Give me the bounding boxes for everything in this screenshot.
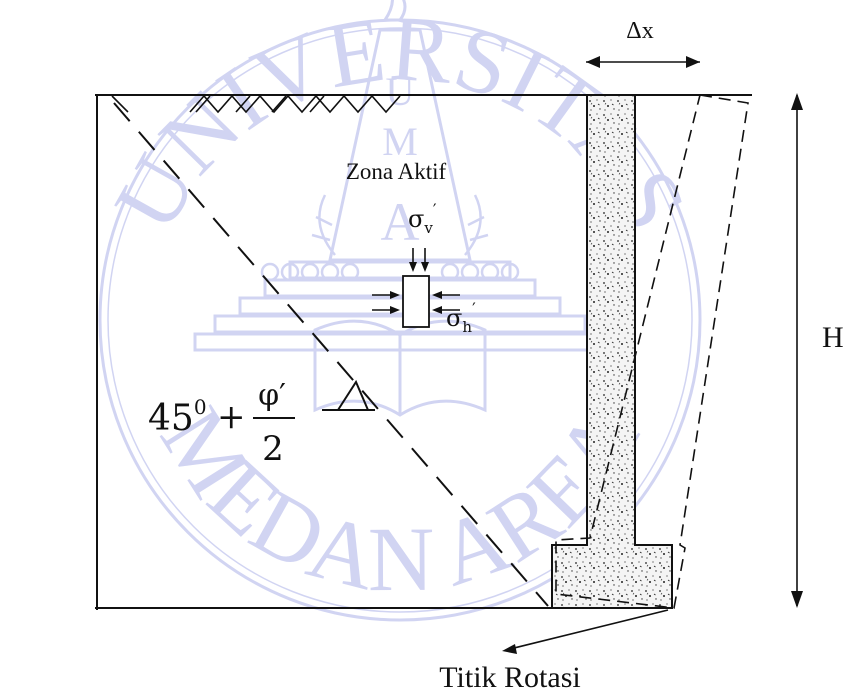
angle-base: 450 (148, 395, 207, 439)
soil-element (402, 275, 430, 328)
displacement-label: Δx (626, 18, 653, 44)
seal-book (313, 319, 487, 417)
height-arrow (791, 93, 803, 608)
wall-stem-and-footing (551, 94, 673, 609)
seal-letter-a: A (381, 192, 420, 252)
failure-plane-line (113, 102, 549, 607)
rotation-point-label: Titik Rotasi (439, 661, 580, 694)
displacement-arrow (586, 56, 700, 68)
vertical-stress-arrows (409, 248, 429, 272)
angle-plus: + (217, 397, 246, 437)
angle-symbol (322, 379, 375, 411)
rotation-point-arrow (502, 609, 669, 654)
horizontal-stress-arrows (372, 291, 460, 314)
seal-obelisk (328, 28, 472, 262)
sigma-v-label: σv′ (408, 200, 437, 237)
angle-denominator: 2 (262, 429, 284, 469)
angle-formula: 450 + φ′ 2 (148, 378, 295, 469)
seal-flame (382, 0, 407, 22)
sigma-h-label: σh′ (446, 299, 476, 336)
ground-hatch (111, 94, 401, 114)
seal-letter-m: M (382, 119, 418, 164)
angle-numerator: φ′ (258, 378, 286, 413)
height-label: H (822, 321, 843, 354)
seal-leaves (311, 194, 489, 256)
retaining-wall (551, 94, 673, 609)
seal-chain (260, 262, 520, 282)
zone-label: Zona Aktif (346, 159, 447, 184)
seal-inner-ring (107, 27, 693, 613)
rotated-wall-outline (555, 94, 749, 609)
